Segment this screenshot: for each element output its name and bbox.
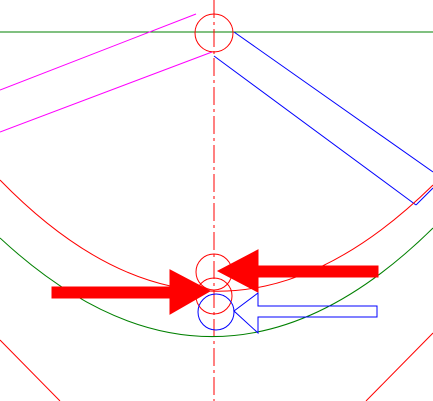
green-swing-arc <box>0 227 433 337</box>
arrow-left-icon <box>216 249 379 293</box>
outline-arrow-left-icon <box>233 292 378 335</box>
blue-arm-line-upper <box>233 31 433 173</box>
magenta-arm-line-lower <box>0 51 213 133</box>
pivot-circle-top <box>194 13 234 53</box>
arrow-right-icon <box>51 269 212 315</box>
blue-arm-end-line <box>415 187 433 206</box>
red-swing-arc <box>0 179 433 292</box>
red-diagonal-bottom-left <box>0 339 61 401</box>
blue-small-circle <box>197 293 235 331</box>
magenta-arm-line-upper <box>0 13 197 91</box>
blue-arm-line-lower <box>213 55 417 206</box>
red-diagonal-bottom-right <box>365 332 433 401</box>
